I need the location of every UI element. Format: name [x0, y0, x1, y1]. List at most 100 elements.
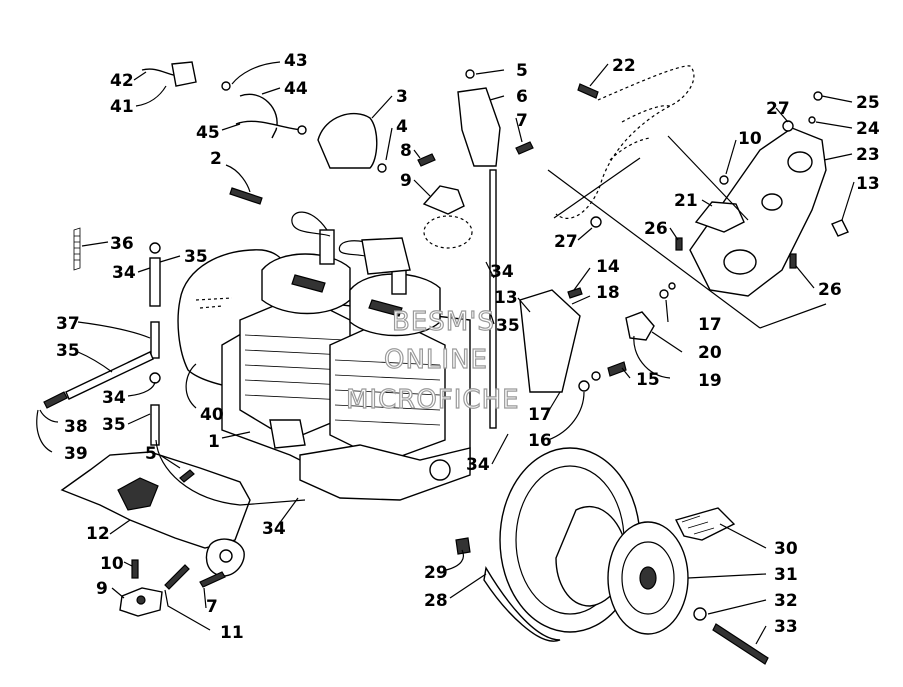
rod-upper-end — [149, 242, 161, 254]
bolt-10 — [131, 559, 139, 579]
leader-15 — [621, 367, 631, 379]
bolt-7-left — [199, 571, 226, 588]
upper-brackets — [229, 113, 387, 205]
washer-17 — [591, 371, 601, 381]
callout-10-upper: 10 — [738, 129, 762, 149]
leader-9-lower — [111, 587, 125, 599]
rubber-mount-left-stud — [136, 595, 146, 605]
callout-26-upper: 26 — [644, 219, 668, 239]
leader-23 — [823, 153, 853, 161]
hose-44 — [239, 93, 278, 139]
leader-31 — [687, 573, 767, 579]
callout-26-lower: 26 — [818, 280, 842, 300]
section-line-a — [547, 169, 761, 329]
bracket-23-hole-c — [723, 249, 757, 275]
bracket-23-hole-b — [761, 193, 783, 211]
leader-3 — [371, 95, 393, 119]
callout-9-upper: 9 — [400, 171, 412, 191]
callout-45: 45 — [196, 123, 220, 143]
leader-35-lower — [127, 413, 151, 425]
leader-34-mid — [127, 381, 156, 397]
bolt-22 — [577, 83, 599, 99]
head-right — [349, 273, 441, 337]
callout-35-right: 35 — [496, 316, 520, 336]
washer-16 — [578, 380, 590, 392]
engine-plate-pocket — [117, 477, 159, 511]
leader-10-upper — [725, 139, 737, 175]
bolt-33 — [712, 623, 769, 665]
callout-24: 24 — [856, 119, 880, 139]
leader-44 — [261, 87, 281, 95]
watermark-line-3: MICROFICHE — [346, 385, 520, 415]
oil-pump-block — [269, 419, 306, 449]
callout-5-upper: 5 — [516, 61, 528, 81]
callout-34-low: 34 — [466, 455, 490, 475]
callout-31: 31 — [774, 565, 798, 585]
bolt-29 — [455, 537, 471, 555]
callout-34-bottom: 34 — [262, 519, 286, 539]
leader-10-lower — [123, 561, 133, 567]
leader-13-rear — [841, 181, 855, 221]
washer-4 — [377, 163, 387, 173]
cap-25 — [813, 91, 823, 101]
rod-35-short — [150, 404, 160, 446]
callout-40: 40 — [200, 405, 224, 425]
center-mount — [417, 69, 546, 429]
clutch-cover-ring — [621, 541, 675, 615]
leader-40 — [185, 363, 197, 409]
engine-lower-case — [299, 444, 471, 501]
bolt-26-upper — [675, 237, 683, 251]
head-right-plate — [368, 299, 403, 317]
section-line-d — [667, 135, 749, 221]
pipe-40 — [155, 439, 306, 506]
callout-30: 30 — [774, 539, 798, 559]
leader-9-upper — [413, 179, 431, 197]
bracket-6 — [457, 87, 501, 167]
leader-5-lower — [159, 454, 181, 469]
leader-25 — [821, 95, 853, 103]
frame-phantom — [555, 65, 695, 219]
leader-8 — [413, 149, 421, 159]
leader-34-upper — [137, 267, 151, 273]
bushing-34 — [149, 372, 161, 384]
callout-20: 20 — [698, 343, 722, 363]
gasket-2 — [229, 187, 263, 205]
bolt-11 — [164, 564, 190, 590]
washer-24 — [808, 116, 816, 124]
callout-37: 37 — [56, 314, 80, 334]
leader-34-bottom — [275, 497, 299, 529]
section-line-c — [759, 303, 827, 329]
callout-9-lower: 9 — [96, 579, 108, 599]
rod-upper — [149, 257, 161, 307]
callout-16: 16 — [528, 431, 552, 451]
callout-4: 4 — [396, 117, 408, 137]
nut-27-left — [590, 216, 602, 228]
leader-21 — [701, 199, 713, 207]
bolt-26-lower — [789, 253, 797, 269]
watermark: BESM'S ONLINE MICROFICHE — [345, 306, 520, 415]
leader-26-upper — [669, 227, 679, 241]
recoil-detail — [195, 297, 233, 309]
belt-30 — [674, 507, 736, 541]
callout-8: 8 — [400, 141, 412, 161]
right-brackets — [519, 282, 676, 393]
leader-4 — [385, 127, 393, 161]
callout-43: 43 — [284, 51, 308, 71]
leader-34-right — [485, 261, 495, 279]
hose-45-end — [297, 125, 307, 135]
ignition-coil — [361, 237, 411, 275]
leader-19 — [633, 335, 671, 379]
callout-labels: 1 2 3 4 5 5 6 7 7 8 9 9 10 10 11 12 13 1… — [56, 51, 880, 643]
cylinder-right-fins — [334, 359, 441, 426]
plug-wire-left — [291, 211, 331, 237]
bolt-10-rear — [719, 175, 729, 185]
callout-13-rear: 13 — [856, 174, 880, 194]
leader-24 — [815, 121, 853, 129]
bolt-38 — [43, 391, 68, 409]
nut-17 — [668, 282, 676, 290]
bracket-3 — [317, 113, 378, 169]
bolt-8 — [417, 153, 436, 167]
callout-42: 42 — [110, 71, 134, 91]
